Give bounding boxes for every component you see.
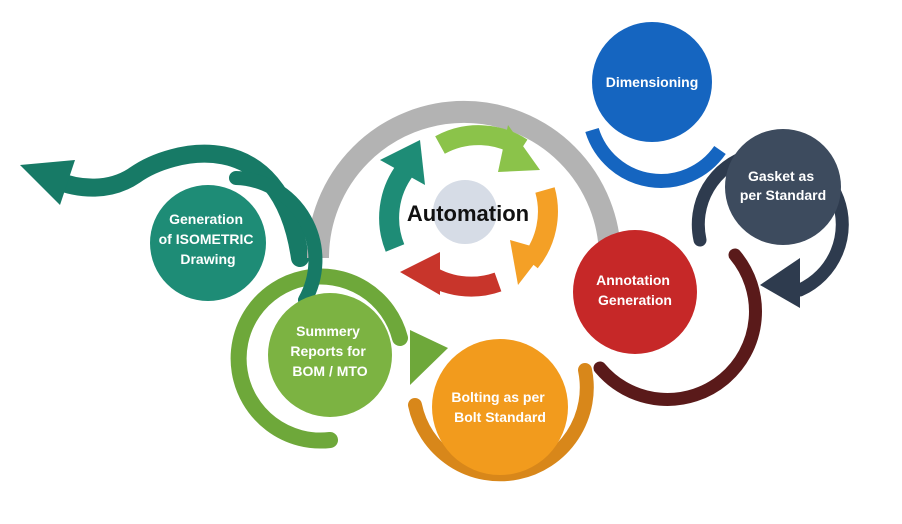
isometric-label-line-3: Drawing	[180, 251, 235, 267]
center-ring	[307, 101, 621, 259]
summery-circle	[268, 293, 392, 417]
gasket-label-line-1: Gasket as	[748, 168, 814, 184]
isometric-label-line-1: Generation	[169, 211, 243, 227]
bolting-label-line-2: Bolt Standard	[454, 409, 546, 425]
cycle-arrow-teal	[379, 164, 414, 252]
dimensioning-label-line-1: Dimensioning	[606, 74, 699, 90]
isometric-ring	[229, 171, 323, 307]
dimensioning-swoosh	[585, 127, 726, 188]
gasket-circle	[725, 129, 841, 245]
summery-arrowhead-icon	[410, 330, 448, 385]
summery-label: Summery Reports for BOM / MTO	[290, 323, 369, 379]
summery-label-line-1: Summery	[296, 323, 360, 339]
bolting-label-line-1: Bolting as per	[451, 389, 545, 405]
gasket-label-line-2: per Standard	[740, 187, 826, 203]
annotation-label-line-1: Annotation	[596, 272, 670, 288]
cycle-arrowhead-orange-icon	[510, 240, 545, 285]
summery-ring	[230, 268, 408, 449]
bolting-circle	[432, 339, 568, 475]
node-dimensioning: Dimensioning	[592, 22, 712, 142]
node-summery: Summery Reports for BOM / MTO	[268, 293, 392, 417]
node-bolting: Bolting as per Bolt Standard	[432, 339, 568, 475]
dimensioning-label: Dimensioning	[606, 74, 699, 90]
cycle-arrows	[379, 125, 558, 297]
center-disc	[433, 180, 497, 244]
isometric-label-line-2: of ISOMETRIC	[159, 231, 254, 247]
cycle-arrowhead-teal-icon	[380, 140, 425, 185]
node-annotation: Annotation Generation	[573, 230, 697, 354]
summery-label-line-3: BOM / MTO	[292, 363, 367, 379]
dimensioning-circle	[592, 22, 712, 142]
summery-ring-group	[230, 268, 448, 449]
annotation-circle	[573, 230, 697, 354]
node-gasket: Gasket as per Standard	[725, 129, 841, 245]
gasket-label: Gasket as per Standard	[740, 168, 826, 203]
annotation-ring	[593, 248, 763, 407]
cycle-arrowhead-red-icon	[400, 252, 440, 295]
annotation-label-line-2: Generation	[598, 292, 672, 308]
isometric-circle	[150, 185, 266, 301]
gasket-arrowhead-icon	[760, 258, 800, 308]
bolting-label: Bolting as per Bolt Standard	[451, 389, 548, 425]
isometric-arrowhead-icon	[20, 160, 75, 205]
annotation-label: Annotation Generation	[596, 272, 674, 308]
center-label: Automation	[407, 201, 529, 226]
isometric-label: Generation of ISOMETRIC Drawing	[159, 211, 258, 267]
cycle-arrowhead-green-icon	[498, 125, 540, 172]
summery-label-line-2: Reports for	[290, 343, 366, 359]
node-isometric: Generation of ISOMETRIC Drawing	[150, 185, 266, 301]
